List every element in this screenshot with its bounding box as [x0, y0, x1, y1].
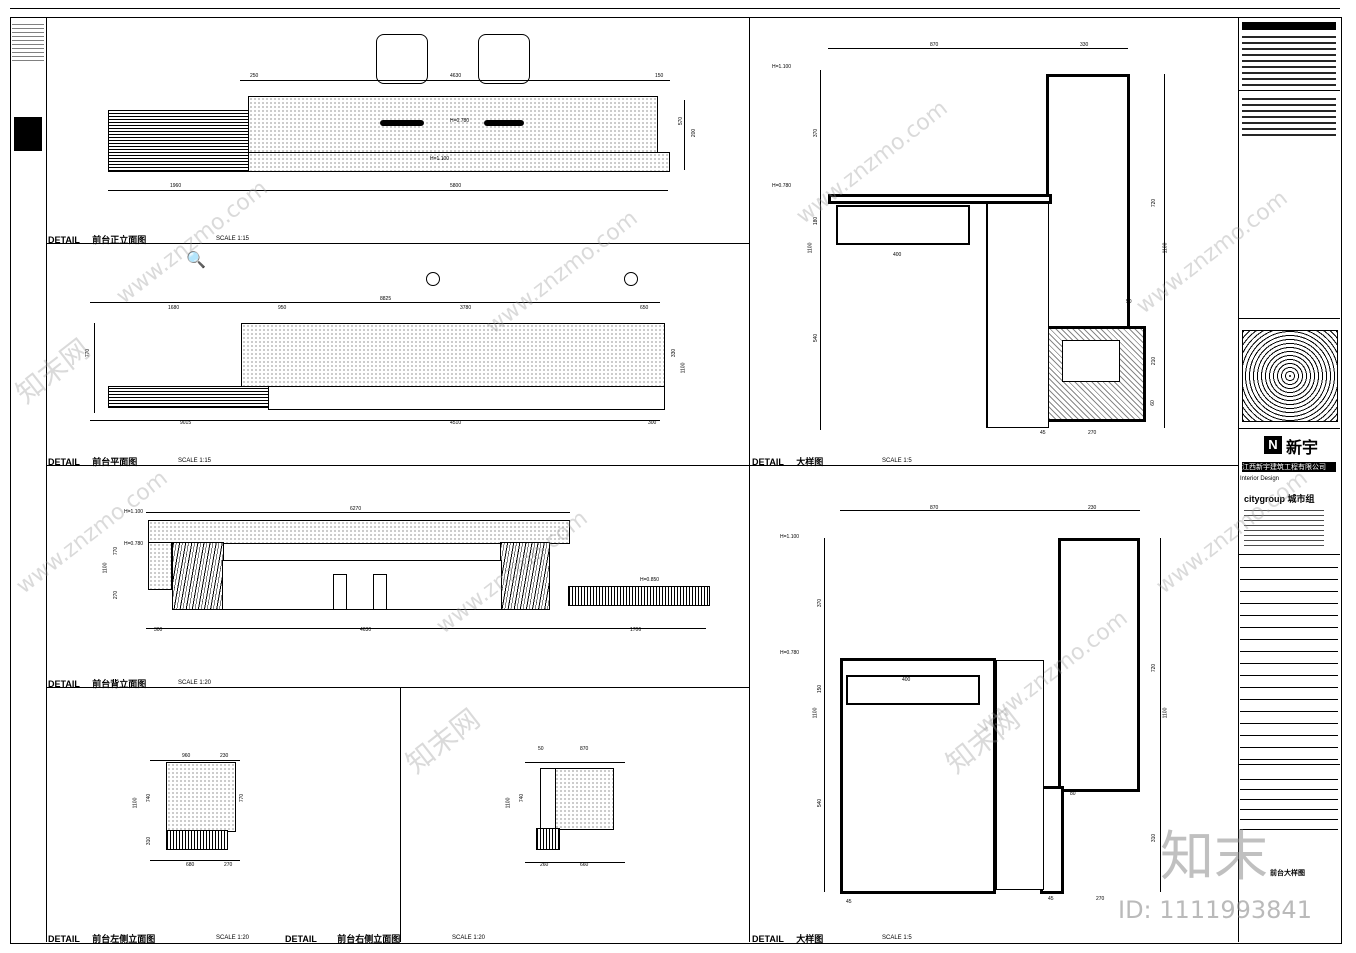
binding-strip	[10, 17, 47, 152]
drawing-name: 前台大样图	[1270, 870, 1305, 877]
section-marker-2	[624, 272, 638, 286]
detail-a-inner-box	[1062, 340, 1120, 382]
chair-1	[376, 34, 428, 84]
company-name: 江西新宇建筑工程有限公司	[1242, 462, 1336, 472]
detail-a-drawer	[836, 205, 970, 245]
left-side-base	[166, 830, 228, 850]
zoom-icon[interactable]: 🔍	[186, 252, 206, 269]
partner-info	[1244, 510, 1324, 546]
right-side-body	[554, 768, 614, 830]
back-panel-left	[172, 542, 224, 610]
detail-b-mid-panel	[994, 660, 1044, 890]
left-side-body	[166, 762, 236, 832]
watermark-big-logo: 知末	[1160, 825, 1268, 888]
title-block-table-2	[1240, 770, 1338, 830]
plan-front-edge	[268, 386, 665, 410]
logo-sign-1	[380, 120, 424, 126]
detail-a-mid-panel	[986, 194, 1049, 428]
chair-2	[478, 34, 530, 84]
title-block-notes-2	[1242, 96, 1336, 136]
detail-a-shelf	[828, 194, 1052, 204]
detail-b-drawer	[846, 675, 980, 705]
partner-logo: citygroup 城市组	[1244, 494, 1315, 504]
right-side-base	[536, 828, 560, 850]
watermark-id: ID: 1111993841	[1118, 896, 1312, 924]
detail-a-upright	[1046, 74, 1130, 332]
back-top	[148, 520, 570, 544]
back-stool-2	[373, 574, 387, 610]
back-left-side	[148, 542, 172, 590]
title-block-notes	[1242, 34, 1336, 86]
sheet-outer-line	[10, 8, 1340, 9]
plan-counter	[241, 323, 665, 388]
title-block-header	[1242, 22, 1336, 30]
detail-b-upright	[1058, 538, 1140, 792]
sheet-frame	[10, 17, 1342, 944]
title-block-table	[1240, 560, 1338, 760]
brand-logo-icon: N	[1264, 436, 1282, 454]
back-stool-1	[333, 574, 347, 610]
right-side-panel	[540, 768, 556, 830]
back-drawer-zone	[222, 560, 502, 610]
section-marker-1	[426, 272, 440, 286]
site-plan	[1242, 330, 1338, 422]
logo-sign-2	[484, 120, 524, 126]
back-panel-right	[500, 542, 550, 610]
back-step	[568, 586, 710, 606]
front-counter-base	[248, 152, 670, 172]
front-counter-body	[248, 96, 658, 154]
front-base-hatch	[108, 110, 250, 172]
